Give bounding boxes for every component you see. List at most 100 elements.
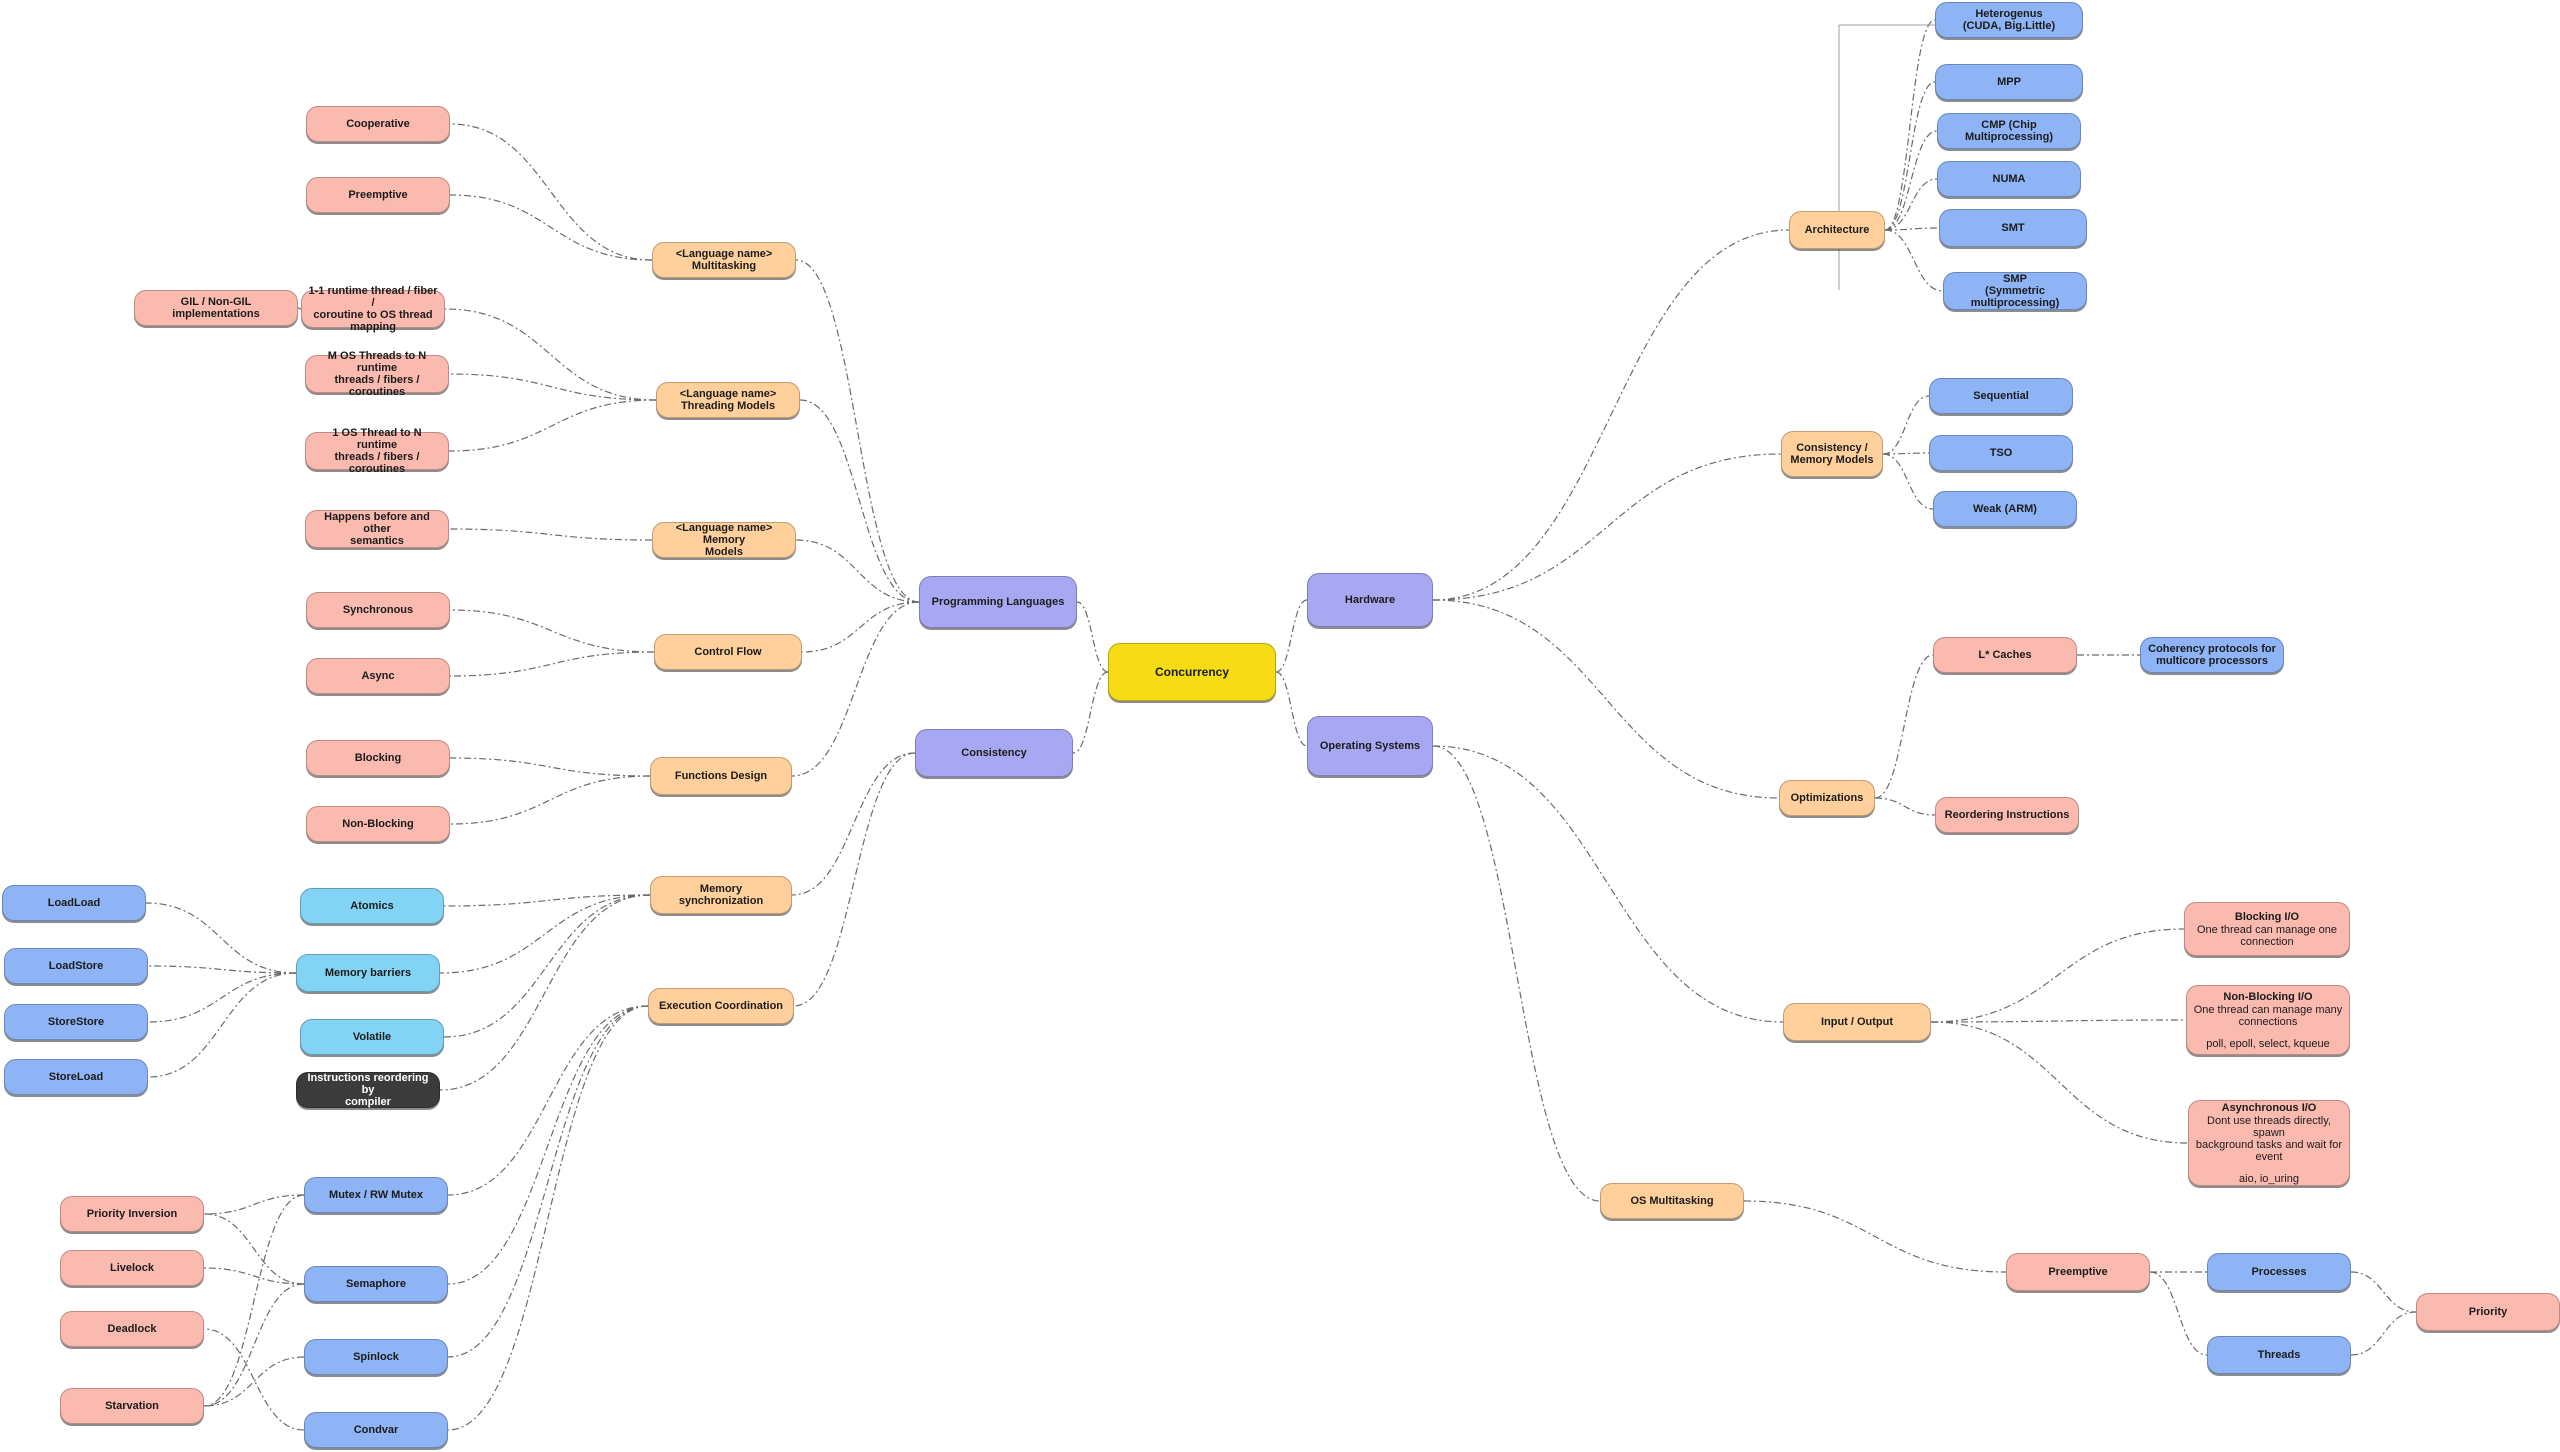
node-operating-systems[interactable]: Operating Systems [1307,716,1433,776]
node-functions-design[interactable]: Functions Design [650,757,792,795]
node-memory-sync[interactable]: Memory synchronization [650,876,792,914]
node-label: M OS Threads to N runtime threads / fibe… [327,350,427,398]
node-sequential[interactable]: Sequential [1929,378,2073,414]
connector-consistency-to-exec-coord [793,752,916,1007]
node-coherency[interactable]: Coherency protocols for multicore proces… [2140,637,2284,673]
node-label: Input / Output [1820,1016,1894,1028]
node-starvation[interactable]: Starvation [60,1388,204,1424]
node-reordering[interactable]: Reordering Instructions [1935,797,2079,833]
node-label: Architecture [1804,224,1870,236]
node-consistency[interactable]: Consistency [915,729,1073,777]
node-synchronous[interactable]: Synchronous [306,592,450,628]
node-l-caches[interactable]: L* Caches [1933,637,2077,673]
connector-programming-languages-to-control-flow [801,601,920,653]
node-hardware[interactable]: Hardware [1307,573,1433,627]
node-storestore[interactable]: StoreStore [4,1004,148,1040]
node-input-output[interactable]: Input / Output [1783,1003,1931,1041]
node-atomics[interactable]: Atomics [300,888,444,924]
node-priority-inversion[interactable]: Priority Inversion [60,1196,204,1232]
node-smp[interactable]: SMP (Symmetric multiprocessing) [1943,272,2087,310]
connector-memory-sync-to-instr-reorder [439,894,651,1091]
node-instr-reorder[interactable]: Instructions reordering by compiler [296,1072,440,1108]
connector-functions-design-to-blocking [449,757,651,777]
architecture-bracket-line [1838,24,1935,290]
connector-preemptive-right-to-threads [2149,1271,2208,1356]
node-lang-multitasking[interactable]: <Language name> Multitasking [652,242,796,278]
node-exec-coord[interactable]: Execution Coordination [648,988,794,1024]
node-volatile[interactable]: Volatile [300,1019,444,1055]
node-label: Operating Systems [1319,740,1421,752]
node-os-multitasking[interactable]: OS Multitasking [1600,1183,1744,1219]
node-label: Consistency / Memory Models [1790,442,1874,466]
node-label: Mutex / RW Mutex [329,1189,423,1201]
node-heterogenous[interactable]: Heterogenus (CUDA, Big.Little) [1935,2,2083,38]
node-lang-memory[interactable]: <Language name> Memory Models [652,522,796,558]
node-happens-before[interactable]: Happens before and other semantics [305,510,449,548]
node-label: Blocking [354,752,402,764]
connector-semaphore-to-starvation [203,1283,305,1407]
node-preemptive-right[interactable]: Preemptive [2006,1253,2150,1291]
node-memory-barriers[interactable]: Memory barriers [296,954,440,992]
node-label: Preemptive [348,189,408,201]
node-label: Priority Inversion [86,1208,178,1220]
node-label: Optimizations [1790,792,1864,804]
node-label: Synchronous [342,604,414,616]
node-lang-threading[interactable]: <Language name> Threading Models [656,382,800,418]
node-processes[interactable]: Processes [2207,1253,2351,1291]
node-cmp[interactable]: CMP (Chip Multiprocessing) [1937,113,2081,149]
node-one-n[interactable]: 1 OS Thread to N runtime threads / fiber… [305,427,449,475]
node-description: One thread can manage one connection [2196,923,2338,948]
node-label: <Language name> Multitasking [675,248,773,272]
connector-threads-to-priority [2350,1311,2417,1356]
node-label: Execution Coordination [658,1000,784,1012]
node-label: StoreStore [47,1016,105,1028]
connector-memory-barriers-to-loadload [145,902,297,974]
node-consistency-models[interactable]: Consistency / Memory Models [1781,431,1883,477]
node-blocking[interactable]: Blocking [306,740,450,776]
node-label: Memory barriers [324,967,412,979]
node-one-one[interactable]: 1-1 runtime thread / fiber / coroutine t… [301,285,445,333]
node-smt[interactable]: SMT [1939,209,2087,247]
node-programming-languages[interactable]: Programming Languages [919,576,1077,628]
node-weak-arm[interactable]: Weak (ARM) [1933,491,2077,527]
node-concurrency[interactable]: Concurrency [1108,643,1276,701]
node-optimizations[interactable]: Optimizations [1779,780,1875,816]
node-control-flow[interactable]: Control Flow [654,634,802,670]
node-loadstore[interactable]: LoadStore [4,948,148,984]
node-m-n[interactable]: M OS Threads to N runtime threads / fibe… [305,350,449,398]
node-deadlock[interactable]: Deadlock [60,1311,204,1347]
node-mutex[interactable]: Mutex / RW Mutex [304,1177,448,1213]
node-tso[interactable]: TSO [1929,435,2073,471]
node-label: StoreLoad [48,1071,104,1083]
node-label: Starvation [105,1400,159,1412]
node-numa[interactable]: NUMA [1937,161,2081,197]
node-non-blocking[interactable]: Non-Blocking [306,806,450,842]
node-semaphore[interactable]: Semaphore [304,1266,448,1302]
node-label: <Language name> Memory Models [675,522,773,558]
node-livelock[interactable]: Livelock [60,1250,204,1286]
node-gil[interactable]: GIL / Non-GIL implementations [134,290,298,326]
node-threads[interactable]: Threads [2207,1336,2351,1374]
node-mpp[interactable]: MPP [1935,64,2083,100]
node-storeload[interactable]: StoreLoad [4,1059,148,1095]
connector-memory-barriers-to-storestore [147,972,297,1023]
connector-programming-languages-to-lang-threading [799,399,920,603]
node-description: One thread can manage many connections [2193,1003,2343,1028]
connector-architecture-to-smt [1884,227,1940,231]
node-architecture[interactable]: Architecture [1789,211,1885,249]
node-examples: aio, io_uring [2239,1172,2299,1185]
node-async[interactable]: Async [306,658,450,694]
node-loadload[interactable]: LoadLoad [2,885,146,921]
node-cooperative[interactable]: Cooperative [306,106,450,142]
connector-semaphore-to-priority-inversion [203,1213,305,1285]
node-priority[interactable]: Priority [2416,1293,2560,1331]
node-label: Semaphore [346,1278,406,1290]
node-preemptive-left[interactable]: Preemptive [306,177,450,213]
node-condvar[interactable]: Condvar [304,1412,448,1448]
node-spinlock[interactable]: Spinlock [304,1339,448,1375]
connector-spinlock-to-starvation [203,1356,305,1407]
